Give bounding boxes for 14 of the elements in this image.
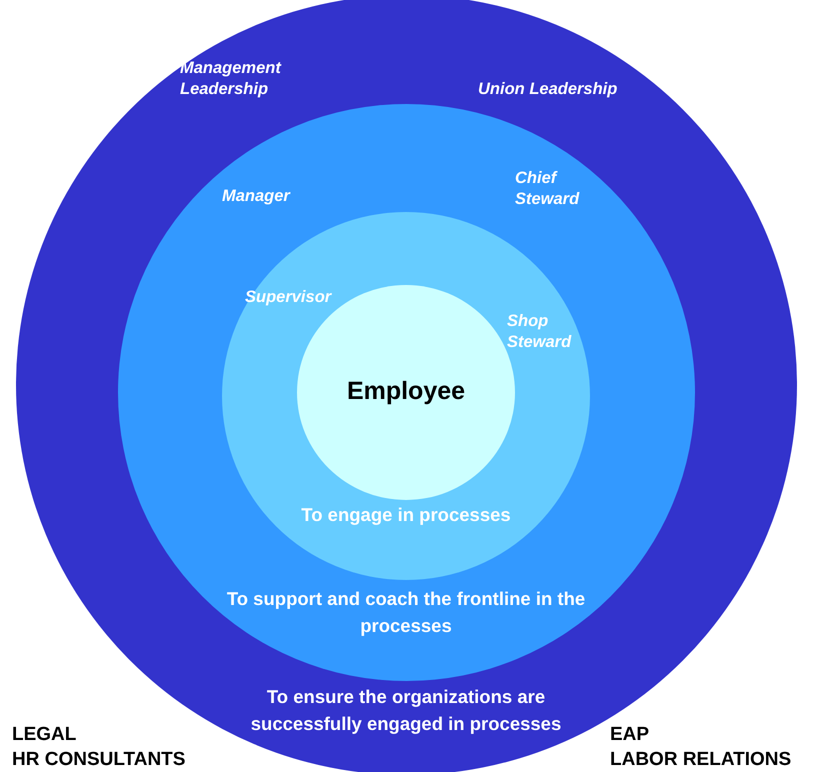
- role-label: Supervisor: [245, 287, 333, 308]
- role-label: Management Leadership: [180, 58, 282, 100]
- goal-text: To ensure the organizations are successfully engaged in processes: [250, 685, 562, 736]
- text-label: EAP: [610, 723, 650, 747]
- goal-text: To engage in processes: [300, 503, 512, 527]
- role-label: Union Leadership: [478, 79, 618, 100]
- goal-text: To support and coach the frontline in the processes: [226, 587, 586, 638]
- text-label: LABOR RELATIONS: [610, 748, 792, 772]
- role-label: Shop Steward: [507, 311, 572, 352]
- role-label: Chief Steward: [515, 168, 580, 210]
- role-label: Manager: [222, 186, 292, 207]
- center-label: Employee: [346, 376, 466, 407]
- text-label: HR CONSULTANTS: [12, 748, 186, 772]
- text-label: LEGAL: [12, 723, 76, 747]
